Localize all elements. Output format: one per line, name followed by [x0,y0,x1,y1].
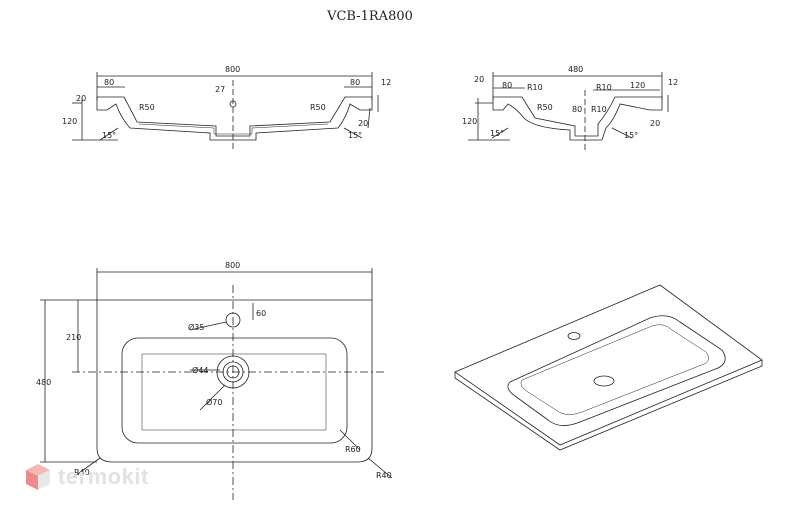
front-section-view [72,72,379,150]
top-height-label: 480 [36,378,51,387]
side-r10b-label: R10 [596,83,612,92]
side-h12-label: 12 [668,78,678,87]
side-angle-right-label: 15° [624,131,638,140]
front-h12-label: 12 [381,78,391,87]
side-section-view [468,72,669,150]
side-r10a-label: R10 [527,83,543,92]
drawing-title: VCB-1RA800 [327,9,413,24]
top-width-label: 800 [225,261,240,270]
top-r60-label: R60 [345,445,361,454]
side-h120-label: 120 [462,117,477,126]
front-h120-label: 120 [62,117,77,126]
top-d60-label: 60 [256,309,266,318]
side-width-label: 480 [568,65,583,74]
side-right-label: 120 [630,81,645,90]
side-angle-left-label: 15° [490,129,504,138]
front-right-label: 80 [350,78,360,87]
top-r40-left-label: R40 [74,468,90,477]
side-h20-label: 20 [474,75,484,84]
top-hole-label: Ø35 [188,322,204,332]
front-angle-right-label: 15° [348,131,362,140]
front-left-label: 80 [104,78,114,87]
front-r-left-label: R50 [139,103,155,112]
front-angle-left-label: 15° [102,131,116,140]
front-h20-label: 20 [76,94,86,103]
brand-name: termokit [58,464,149,489]
side-r10c-label: R10 [591,105,607,114]
brand-logo: termokit [24,462,149,492]
isometric-view [454,284,763,451]
cube-icon [26,464,50,490]
side-d80-label: 80 [572,105,582,114]
front-r-right-label: R50 [310,103,326,112]
side-h20b-label: 20 [650,119,660,128]
top-drain2-label: Ø70 [206,397,222,407]
front-width-label: 800 [225,65,240,74]
top-r40-right-label: R40 [376,471,392,480]
front-tap-label: 27 [215,85,225,94]
front-h20b-label: 20 [358,119,368,128]
side-left-label: 80 [502,81,512,90]
top-d210-label: 210 [66,333,81,342]
side-r50-label: R50 [537,103,553,112]
top-view [40,268,393,500]
top-drain-label: Ø44 [192,365,208,375]
